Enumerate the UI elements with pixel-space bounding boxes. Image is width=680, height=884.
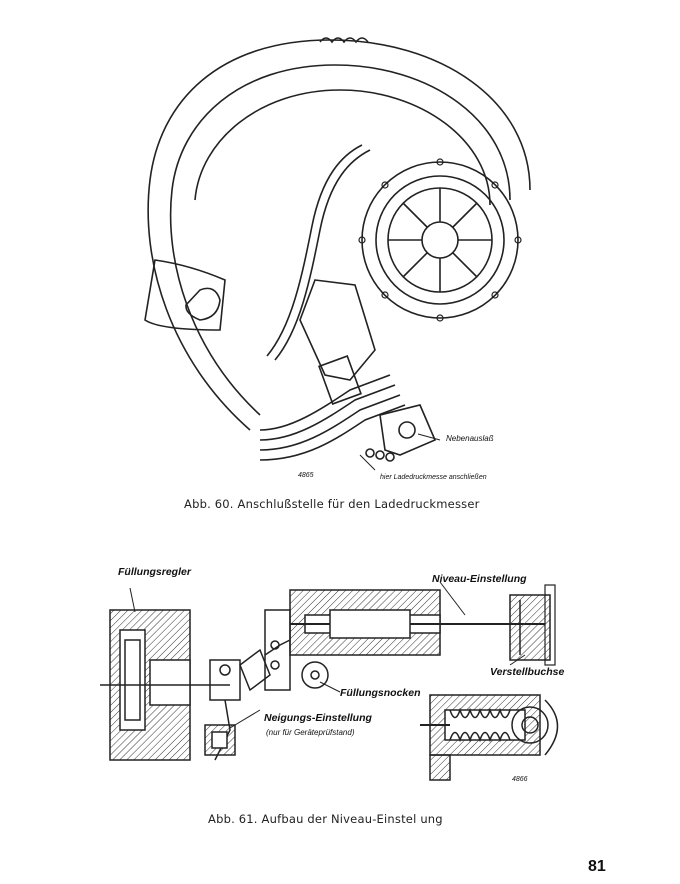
label-fuellungsregler: Füllungsregler [118, 566, 191, 578]
label-niveau-einstellung: Niveau-Einstellung [432, 573, 527, 585]
turbocharger-illustration [144, 37, 531, 471]
label-nebenauslass: Nebenauslaß [446, 434, 494, 443]
label-hier-anschliessen: hier Ladedruckmesse anschließen [380, 474, 487, 481]
figure-60-caption: Abb. 60. Anschlußstelle für den Ladedruc… [184, 497, 480, 511]
drawing-number-61: 4866 [512, 776, 528, 783]
figure-61-drawing [90, 570, 590, 790]
label-neigungs-note: (nur für Geräteprüfstand) [266, 728, 355, 737]
label-neigungs-einstellung: Neigungs-Einstellung [264, 712, 372, 724]
niveau-mechanism-illustration [100, 581, 559, 781]
drawing-number-60: 4865 [298, 472, 314, 479]
label-fuellungsnocken: Füllungsnocken [340, 687, 421, 699]
label-verstellbuchse: Verstellbuchse [490, 666, 565, 678]
page-number: 81 [588, 858, 606, 875]
figure-61-caption: Abb. 61. Aufbau der Niveau-Einstel ung [208, 812, 443, 826]
figure-60-drawing [100, 30, 560, 490]
